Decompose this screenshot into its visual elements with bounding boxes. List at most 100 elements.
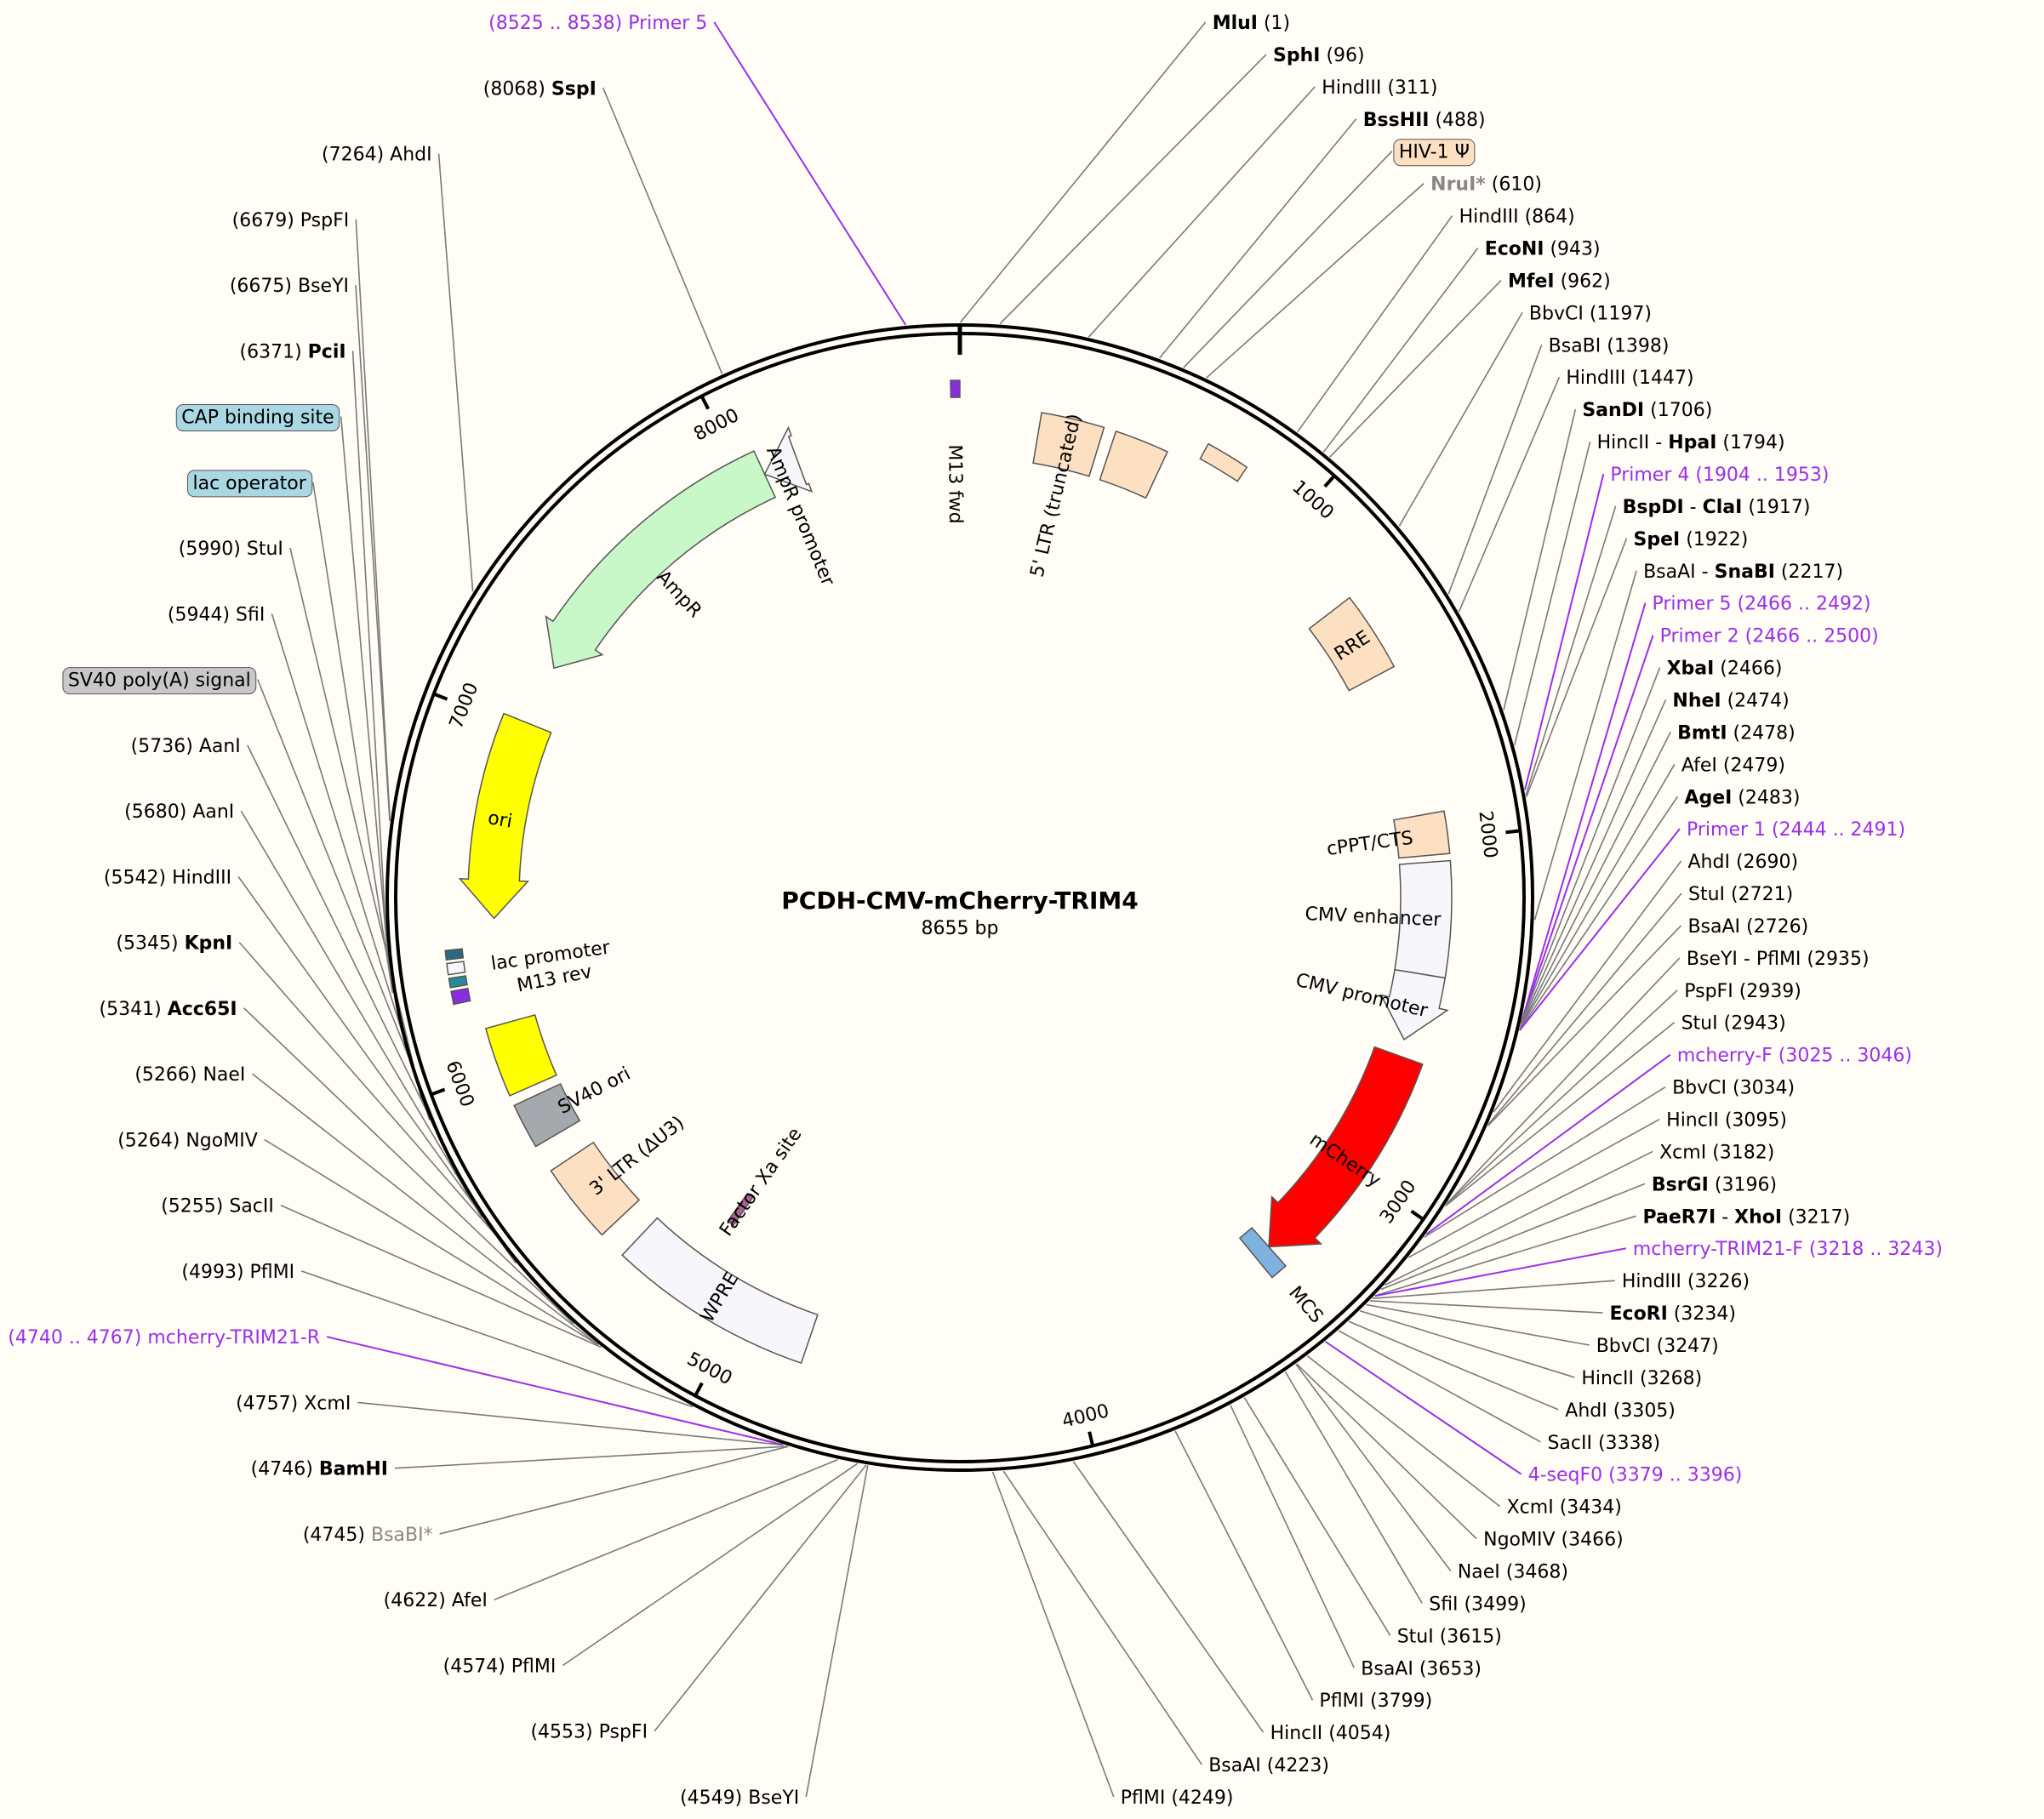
feature-5-ltr-truncated[interactable] (1032, 412, 1105, 477)
site-label-left_labels-23[interactable]: (6675) BseYI (230, 276, 349, 297)
site-label-left_labels-21[interactable]: CAP binding site (181, 408, 334, 429)
feature-lac-promoter[interactable] (446, 961, 466, 976)
site-label-right_labels-8[interactable]: MfeI (962) (1508, 271, 1611, 292)
site-label-left_labels-6[interactable]: (4757) XcmI (236, 1393, 351, 1414)
site-label-right_labels-21[interactable]: NheI (2474) (1672, 690, 1789, 711)
site-label-right_labels-27[interactable]: StuI (2721) (1688, 884, 1793, 905)
site-labels[interactable]: MluI (1) SphI (96) HindIII (311) BssHII (48… (8, 13, 1943, 1809)
site-label-right_labels-39[interactable]: HindIII (3226) (1622, 1271, 1750, 1292)
site-label-left_labels-14[interactable]: (5542) HindIII (104, 867, 231, 888)
site-label-right_labels-28[interactable]: BsaAI (2726) (1687, 916, 1808, 938)
site-label-right_labels-49[interactable]: SfiI (3499) (1429, 1594, 1526, 1615)
site-label-right_labels-14[interactable]: Primer 4 (1904 .. 1953) (1610, 465, 1829, 486)
site-label-left_labels-8[interactable]: (4993) PflMI (181, 1262, 294, 1283)
site-label-right_labels-36[interactable]: BsrGI (3196) (1652, 1174, 1777, 1195)
feature-cap-binding-site[interactable] (444, 948, 465, 961)
site-label-right_labels-46[interactable]: XcmI (3434) (1507, 1497, 1622, 1519)
site-label-left_labels-18[interactable]: (5944) SfiI (168, 604, 265, 625)
site-label-left_labels-13[interactable]: (5345) KpnI (116, 933, 232, 955)
site-label-right_labels-10[interactable]: BsaBI (1398) (1549, 335, 1670, 356)
site-label-right_labels-19[interactable]: Primer 2 (2466 .. 2500) (1660, 626, 1879, 647)
feature-3-ltr-du3[interactable] (550, 1141, 641, 1236)
feature-ori[interactable] (458, 712, 552, 920)
site-label-right_labels-25[interactable]: Primer 1 (2444 .. 2491) (1687, 819, 1905, 841)
site-label-right_labels-17[interactable]: BsaAI - SnaBI (2217) (1643, 562, 1843, 583)
site-label-left_labels-27[interactable]: (8525 .. 8538) Primer 5 (488, 13, 707, 34)
site-label-left_labels-12[interactable]: (5341) Acc65I (100, 999, 237, 1020)
site-label-right_labels-2[interactable]: HindIII (311) (1322, 77, 1437, 99)
feature-factor-xa-site[interactable] (727, 1192, 754, 1227)
site-label-left_labels-22[interactable]: (6371) PciI (240, 341, 346, 362)
site-label-right_labels-54[interactable]: BsaAI (4223) (1208, 1755, 1329, 1776)
site-label-right_labels-6[interactable]: HindIII (864) (1459, 207, 1575, 228)
site-label-right_labels-51[interactable]: BsaAI (3653) (1361, 1658, 1482, 1679)
site-label-right_labels-47[interactable]: NgoMIV (3466) (1483, 1530, 1624, 1551)
feature-sv40-ori[interactable] (513, 1082, 581, 1148)
site-label-right_labels-35[interactable]: XcmI (3182) (1659, 1142, 1774, 1163)
site-label-left_labels-11[interactable]: (5266) NaeI (134, 1064, 245, 1086)
site-label-left_labels-10[interactable]: (5264) NgoMIV (117, 1130, 258, 1151)
site-label-right_labels-45[interactable]: 4-seqF0 (3379 .. 3396) (1528, 1465, 1743, 1486)
site-label-right_labels-1[interactable]: SphI (96) (1273, 45, 1365, 66)
site-label-right_labels-37[interactable]: PaeR7I - XhoI (3217) (1643, 1206, 1851, 1228)
site-label-right_labels-31[interactable]: StuI (2943) (1681, 1013, 1786, 1035)
feature-m13-fwd[interactable] (950, 379, 961, 398)
site-label-right_labels-40[interactable]: EcoRI (3234) (1610, 1303, 1736, 1325)
feature-wpre[interactable] (621, 1217, 819, 1365)
site-label-right_labels-18[interactable]: Primer 5 (2466 .. 2492) (1652, 594, 1870, 615)
site-label-right_labels-9[interactable]: BbvCI (1197) (1529, 303, 1652, 324)
feature-m13-rev[interactable] (450, 987, 471, 1006)
site-label-right_labels-13[interactable]: HincII - HpaI (1794) (1597, 432, 1785, 453)
feature-ampr[interactable] (545, 450, 777, 670)
site-label-right_labels-23[interactable]: AfeI (2479) (1681, 755, 1785, 776)
site-label-left_labels-5[interactable]: (4746) BamHI (251, 1459, 388, 1480)
feature-hiv-1-psi[interactable] (1199, 442, 1248, 482)
feature-lac-operator[interactable] (448, 975, 468, 989)
site-label-left_labels-3[interactable]: (4622) AfeI (384, 1590, 488, 1611)
site-label-left_labels-16[interactable]: (5736) AanI (131, 736, 241, 757)
site-label-right_labels-34[interactable]: HincII (3095) (1666, 1110, 1787, 1132)
site-label-left_labels-26[interactable]: (8068) SspI (483, 78, 597, 100)
site-label-right_labels-32[interactable]: mcherry-F (3025 .. 3046) (1677, 1046, 1912, 1067)
feature-ampr-promoter[interactable] (763, 425, 814, 493)
feature-cmv-promoter[interactable] (1379, 968, 1449, 1041)
site-label-right_labels-53[interactable]: HincII (4054) (1270, 1723, 1391, 1744)
site-label-right_labels-11[interactable]: HindIII (1447) (1566, 368, 1693, 389)
site-label-right_labels-22[interactable]: BmtI (2478) (1677, 722, 1796, 744)
site-label-right_labels-44[interactable]: SacII (3338) (1547, 1433, 1660, 1454)
feature-sv40-poly-a-yellow[interactable] (484, 1013, 557, 1097)
site-label-left_labels-7[interactable]: (4740 .. 4767) mcherry-TRIM21-R (8, 1327, 320, 1349)
site-label-right_labels-33[interactable]: BbvCI (3034) (1672, 1078, 1795, 1099)
site-label-left_labels-9[interactable]: (5255) SacII (161, 1196, 274, 1217)
site-label-right_labels-29[interactable]: BseYI - PflMI (2935) (1687, 949, 1870, 970)
site-label-right_labels-3[interactable]: BssHII (488) (1363, 110, 1486, 131)
site-label-left_labels-15[interactable]: (5680) AanI (124, 801, 234, 823)
site-label-right_labels-5[interactable]: NruI* (610) (1430, 174, 1542, 196)
site-label-right_labels-26[interactable]: AhdI (2690) (1688, 852, 1799, 873)
site-label-right_labels-0[interactable]: MluI (1) (1213, 13, 1290, 34)
feature-5-ltr-part[interactable] (1099, 430, 1168, 499)
site-label-right_labels-15[interactable]: BspDI - ClaI (1917) (1623, 497, 1811, 518)
site-label-right_labels-24[interactable]: AgeI (2483) (1684, 787, 1800, 808)
site-label-left_labels-19[interactable]: (5990) StuI (179, 539, 283, 560)
site-label-right_labels-16[interactable]: SpeI (1922) (1634, 529, 1749, 550)
site-label-right_labels-20[interactable]: XbaI (2466) (1667, 659, 1783, 680)
site-label-right_labels-7[interactable]: EcoNI (943) (1485, 238, 1601, 259)
site-label-left_labels-2[interactable]: (4574) PflMI (443, 1656, 557, 1677)
site-label-right_labels-41[interactable]: BbvCI (3247) (1596, 1336, 1719, 1357)
site-label-left_labels-20[interactable]: lac operator (193, 473, 307, 494)
site-label-right_labels-38[interactable]: mcherry-TRIM21-F (3218 .. 3243) (1633, 1239, 1943, 1260)
site-label-right_labels-42[interactable]: HincII (3268) (1581, 1368, 1702, 1389)
site-label-right_labels-50[interactable]: StuI (3615) (1397, 1626, 1502, 1647)
site-label-left_labels-0[interactable]: (4549) BseYI (680, 1788, 799, 1809)
site-label-left_labels-25[interactable]: (7264) AhdI (322, 145, 432, 166)
site-label-right_labels-30[interactable]: PspFI (2939) (1684, 981, 1801, 1002)
site-label-right_labels-43[interactable]: AhdI (3305) (1565, 1400, 1676, 1422)
site-label-right_labels-12[interactable]: SanDI (1706) (1582, 400, 1712, 421)
site-label-right_labels-52[interactable]: PflMI (3799) (1319, 1691, 1432, 1712)
site-label-right_labels-4[interactable]: HIV-1 Ψ (1399, 142, 1470, 163)
site-label-left_labels-1[interactable]: (4553) PspFI (530, 1722, 648, 1743)
site-label-left_labels-4[interactable]: (4745) BsaBI* (303, 1525, 433, 1546)
site-label-right_labels-55[interactable]: PflMI (4249) (1121, 1788, 1234, 1809)
feature-mcs[interactable] (1238, 1226, 1287, 1279)
